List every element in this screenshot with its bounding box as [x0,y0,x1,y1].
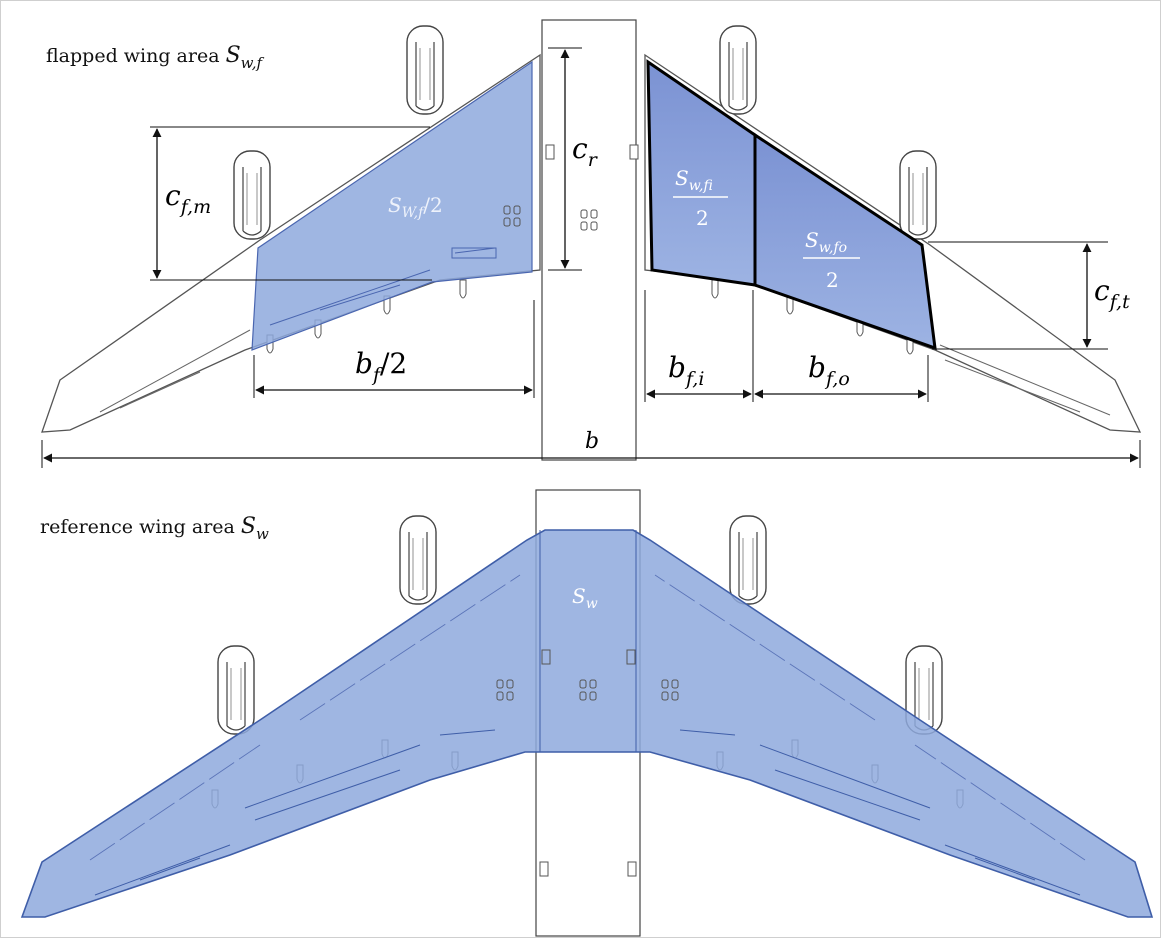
flap-panel-line [679,729,1081,896]
engine-nacelle-icon [217,645,255,735]
engine-nacelle-icon [399,515,437,605]
dim-cr-label: cr [572,132,599,171]
door-marker [627,861,637,877]
engine-nacelle-icon [406,25,444,115]
outer-flapped-area [753,132,937,351]
dim-bfi-label: bf,i [668,351,704,390]
engine-nacelle-icon [729,515,767,605]
flap-track [939,344,1111,416]
left-flapped-area [251,60,533,351]
door-marker [545,144,555,160]
engine-nacelle-icon [719,25,757,115]
door-marker [541,649,551,665]
door-marker [539,861,549,877]
top-panel: cr cf,m cf,t bf/2 bf,i bf,o b SW,f/2 Sw [41,19,1142,468]
inner-area-fraction: Sw,fi 2 [673,166,728,230]
svg-text:2: 2 [826,268,839,292]
reference-area-label: Sw [572,584,598,612]
engine-nacelle-icon [899,150,937,240]
svg-text:2: 2 [696,206,709,230]
door-marker [626,649,636,665]
fuselage-top [541,19,637,461]
dim-bfo-label: bf,o [808,351,850,390]
reference-wing-area [20,529,1154,918]
left-area-label: SW,f/2 [388,193,443,221]
bottom-panel-title: reference wing area Sw [40,514,269,543]
dim-cft-label: cf,t [1094,274,1130,313]
svg-text:Sw,fo: Sw,fo [805,228,847,256]
flap-track [99,329,251,413]
flap-panel [451,247,497,259]
dim-b-label: b [585,429,599,454]
flap-fairing-icon [711,279,719,299]
svg-text:Sw,fi: Sw,fi [675,166,713,194]
dim-cfm-label: cf,m [165,179,211,218]
top-panel-title: flapped wing area Sw,f [46,43,264,72]
engine-nacelle-icon [233,150,271,240]
bottom-panel: Sw reference wing area Sw [20,489,1154,937]
door-marker [629,144,639,160]
flap-panel-line [269,247,496,326]
outer-area-fraction: Sw,fo 2 [803,228,860,292]
dim-bf-half-label: bf/2 [355,347,407,386]
flap-fairing-icon [459,279,467,299]
slat-line [89,574,1086,861]
flap-panel-line [94,729,496,896]
